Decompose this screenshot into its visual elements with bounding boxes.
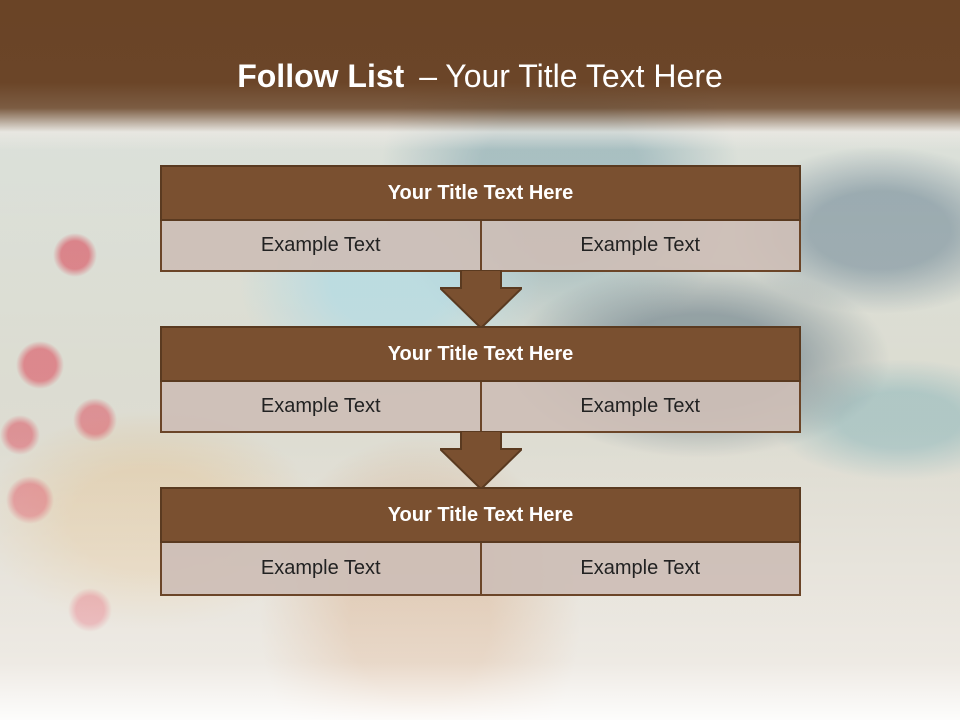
slide-title: Follow List – Your Title Text Here xyxy=(0,54,960,98)
title-bold-text: Follow List xyxy=(237,58,405,94)
title-rest-text: – Your Title Text Here xyxy=(410,58,723,94)
block-title: Your Title Text Here xyxy=(160,487,801,543)
block-cell-left: Example Text xyxy=(162,221,480,270)
list-block-1: Your Title Text Here Example Text Exampl… xyxy=(160,165,801,272)
down-arrow-icon xyxy=(440,431,522,489)
block-row: Example Text Example Text xyxy=(160,382,801,433)
block-title: Your Title Text Here xyxy=(160,326,801,382)
block-row: Example Text Example Text xyxy=(160,221,801,272)
block-cell-right: Example Text xyxy=(479,221,799,270)
list-block-2: Your Title Text Here Example Text Exampl… xyxy=(160,326,801,433)
block-cell-left: Example Text xyxy=(162,543,480,594)
block-cell-left: Example Text xyxy=(162,382,480,431)
block-cell-right: Example Text xyxy=(479,543,799,594)
block-title: Your Title Text Here xyxy=(160,165,801,221)
block-cell-right: Example Text xyxy=(479,382,799,431)
title-banner xyxy=(0,0,960,150)
down-arrow-icon xyxy=(440,270,522,328)
block-row: Example Text Example Text xyxy=(160,543,801,596)
list-block-3: Your Title Text Here Example Text Exampl… xyxy=(160,487,801,596)
